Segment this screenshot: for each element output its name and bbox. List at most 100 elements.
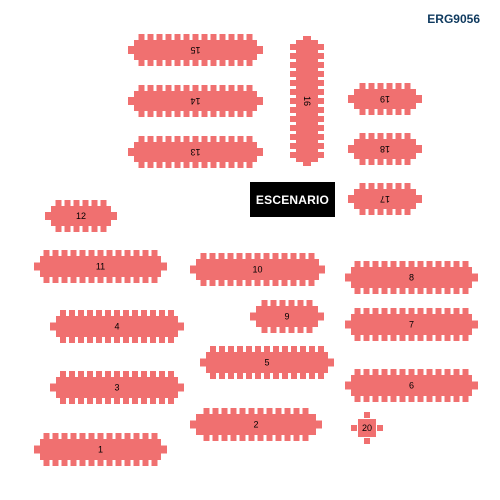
seat[interactable]: [168, 398, 174, 404]
seat[interactable]: [96, 371, 102, 377]
seat[interactable]: [318, 71, 324, 77]
seat[interactable]: [281, 280, 288, 286]
seat[interactable]: [105, 398, 111, 404]
seat[interactable]: [183, 162, 190, 168]
seat[interactable]: [192, 85, 199, 91]
seat[interactable]: [290, 152, 296, 158]
seat[interactable]: [69, 337, 75, 343]
seat[interactable]: [462, 335, 469, 341]
seat[interactable]: [219, 162, 226, 168]
seat[interactable]: [359, 83, 366, 89]
seat[interactable]: [114, 310, 120, 316]
seat[interactable]: [453, 396, 460, 402]
seat[interactable]: [228, 373, 234, 379]
seat[interactable]: [147, 34, 154, 40]
seat[interactable]: [290, 98, 296, 104]
table-7[interactable]: 7: [345, 308, 478, 341]
seat[interactable]: [399, 308, 406, 314]
seat[interactable]: [209, 280, 216, 286]
seat[interactable]: [237, 136, 244, 142]
seat[interactable]: [97, 460, 104, 466]
seat[interactable]: [404, 183, 411, 189]
seat[interactable]: [147, 85, 154, 91]
seat[interactable]: [426, 308, 433, 314]
seat[interactable]: [288, 327, 295, 333]
seat[interactable]: [210, 111, 217, 117]
seat[interactable]: [290, 253, 297, 259]
seat[interactable]: [151, 250, 158, 256]
seat[interactable]: [291, 373, 297, 379]
seat[interactable]: [257, 408, 264, 414]
seat[interactable]: [150, 310, 156, 316]
seat[interactable]: [354, 261, 361, 267]
seat[interactable]: [372, 396, 379, 402]
seat[interactable]: [230, 408, 237, 414]
seat[interactable]: [386, 109, 393, 115]
seat[interactable]: [359, 133, 366, 139]
seat[interactable]: [444, 288, 451, 294]
seat[interactable]: [408, 335, 415, 341]
seat[interactable]: [61, 277, 68, 283]
seat[interactable]: [359, 109, 366, 115]
seat[interactable]: [318, 125, 324, 131]
seat[interactable]: [210, 346, 216, 352]
seat[interactable]: [291, 346, 297, 352]
seat[interactable]: [390, 308, 397, 314]
seat[interactable]: [105, 371, 111, 377]
seat[interactable]: [359, 159, 366, 165]
seat[interactable]: [306, 327, 313, 333]
seat[interactable]: [236, 253, 243, 259]
seat[interactable]: [138, 34, 145, 40]
seat[interactable]: [133, 460, 140, 466]
seat[interactable]: [100, 200, 107, 206]
seat[interactable]: [69, 398, 75, 404]
seat[interactable]: [426, 335, 433, 341]
seat[interactable]: [395, 133, 402, 139]
seat[interactable]: [408, 369, 415, 375]
seat[interactable]: [363, 396, 370, 402]
seat[interactable]: [115, 250, 122, 256]
table-5[interactable]: 5: [200, 346, 334, 379]
seat[interactable]: [246, 373, 252, 379]
seat[interactable]: [73, 226, 80, 232]
seat[interactable]: [290, 134, 296, 140]
seat[interactable]: [183, 85, 190, 91]
seat[interactable]: [290, 280, 297, 286]
seat[interactable]: [133, 433, 140, 439]
seat[interactable]: [266, 408, 273, 414]
seat[interactable]: [133, 250, 140, 256]
seat[interactable]: [138, 60, 145, 66]
seat[interactable]: [354, 308, 361, 314]
seat[interactable]: [52, 250, 59, 256]
seat[interactable]: [165, 85, 172, 91]
table-8[interactable]: 8: [345, 261, 478, 294]
seat[interactable]: [309, 373, 315, 379]
seat[interactable]: [248, 408, 255, 414]
table-9[interactable]: 9: [250, 300, 324, 333]
seat[interactable]: [156, 34, 163, 40]
seat[interactable]: [201, 162, 208, 168]
seat[interactable]: [359, 183, 366, 189]
seat[interactable]: [100, 226, 107, 232]
seat[interactable]: [282, 373, 288, 379]
seat[interactable]: [237, 111, 244, 117]
table-18[interactable]: 18: [348, 133, 422, 165]
table-6[interactable]: 6: [345, 369, 478, 402]
seat[interactable]: [174, 85, 181, 91]
seat[interactable]: [359, 209, 366, 215]
seat[interactable]: [174, 136, 181, 142]
seat[interactable]: [377, 159, 384, 165]
seat[interactable]: [82, 200, 89, 206]
seat[interactable]: [165, 111, 172, 117]
seat[interactable]: [88, 433, 95, 439]
seat[interactable]: [363, 335, 370, 341]
seat[interactable]: [69, 310, 75, 316]
seat[interactable]: [141, 310, 147, 316]
seat[interactable]: [78, 398, 84, 404]
seat[interactable]: [435, 335, 442, 341]
seat[interactable]: [138, 162, 145, 168]
seat[interactable]: [192, 34, 199, 40]
seat[interactable]: [275, 435, 282, 441]
table-2[interactable]: 2: [190, 408, 322, 441]
seat[interactable]: [246, 162, 253, 168]
